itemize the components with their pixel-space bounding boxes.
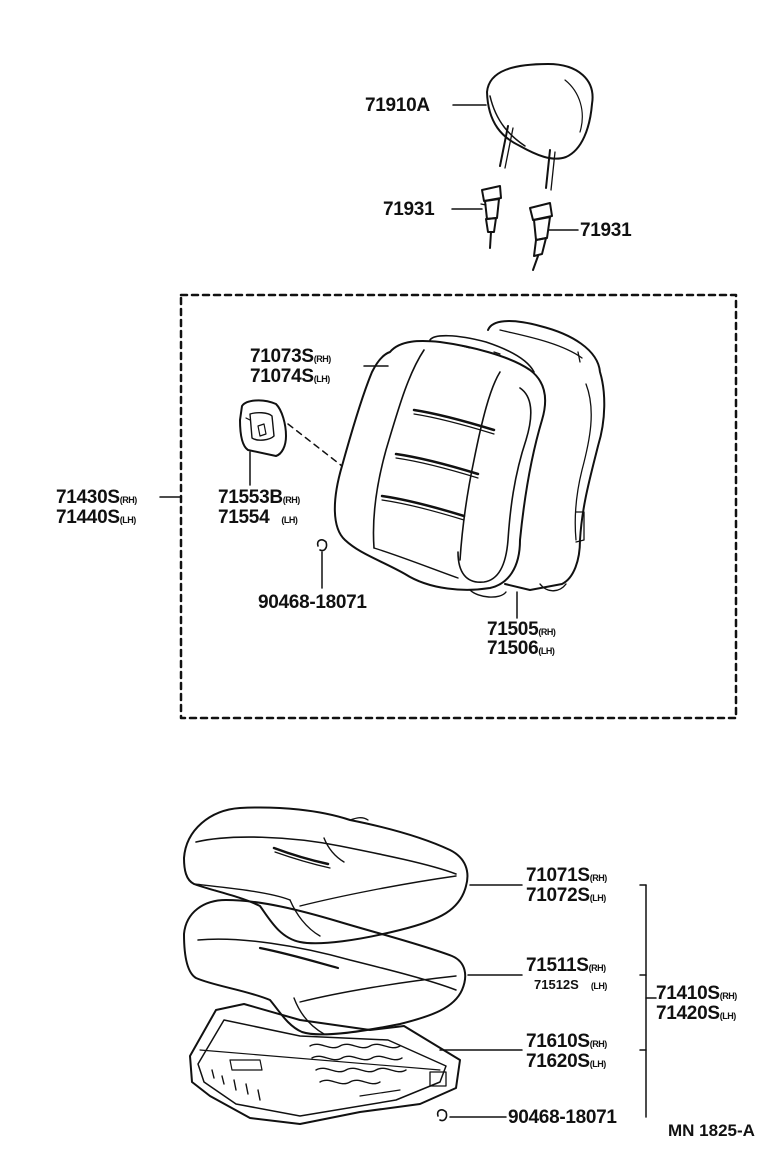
label-cushion-spring-lh: 71620S(LH) [526, 1051, 606, 1072]
headrest-drawing [486, 63, 594, 191]
cushion-clip-icon [436, 1109, 448, 1122]
label-headrest: 71910A [365, 95, 430, 116]
cushion-assy-bracket [639, 884, 657, 1118]
cushion-cover-drawing [183, 806, 469, 945]
cushion-pad-drawing [183, 899, 467, 1036]
label-guide-right: 71931 [580, 220, 632, 241]
label-cushion-pad-rh: 71511S(RH) [526, 955, 606, 976]
seat-back-drawing [333, 320, 606, 598]
label-back-cover-lh: 71074S(LH) [250, 366, 330, 387]
label-back-assy-rh: 71430S(RH) [56, 487, 137, 508]
diagram-code: MN 1825-A [668, 1121, 755, 1140]
label-cushion-pad-lh: 71512S(LH) [534, 977, 607, 992]
label-back-pad-lh: 71506(LH) [487, 638, 555, 659]
cover-plate-drawing [239, 399, 287, 457]
label-guide-left: 71931 [383, 199, 435, 220]
label-cushion-cover-rh: 71071S(RH) [526, 865, 607, 886]
label-cushion-clip: 90468-18071 [508, 1107, 617, 1128]
headrest-guide-left-drawing [480, 185, 502, 249]
label-cushion-assy-rh: 71410S(RH) [656, 983, 737, 1004]
label-back-pad-rh: 71505(RH) [487, 619, 556, 640]
label-cushion-assy-lh: 71420S(LH) [656, 1003, 736, 1024]
label-cushion-cover-lh: 71072S(LH) [526, 885, 606, 906]
seat-back-assembly-frame [179, 293, 738, 720]
label-back-clip: 90468-18071 [258, 592, 367, 613]
label-cover-plate-lh: 71554(LH) [218, 507, 298, 528]
cover-plate-dashed-leader [287, 423, 343, 467]
label-back-cover-rh: 71073S(RH) [250, 346, 331, 367]
headrest-guide-right-drawing [529, 202, 553, 271]
label-cover-plate-rh: 71553B(RH) [218, 487, 300, 508]
label-cushion-spring-rh: 71610S(RH) [526, 1031, 607, 1052]
cushion-spring-frame-drawing [189, 1003, 461, 1125]
back-clip-icon [316, 539, 328, 552]
label-back-assy-lh: 71440S(LH) [56, 507, 136, 528]
